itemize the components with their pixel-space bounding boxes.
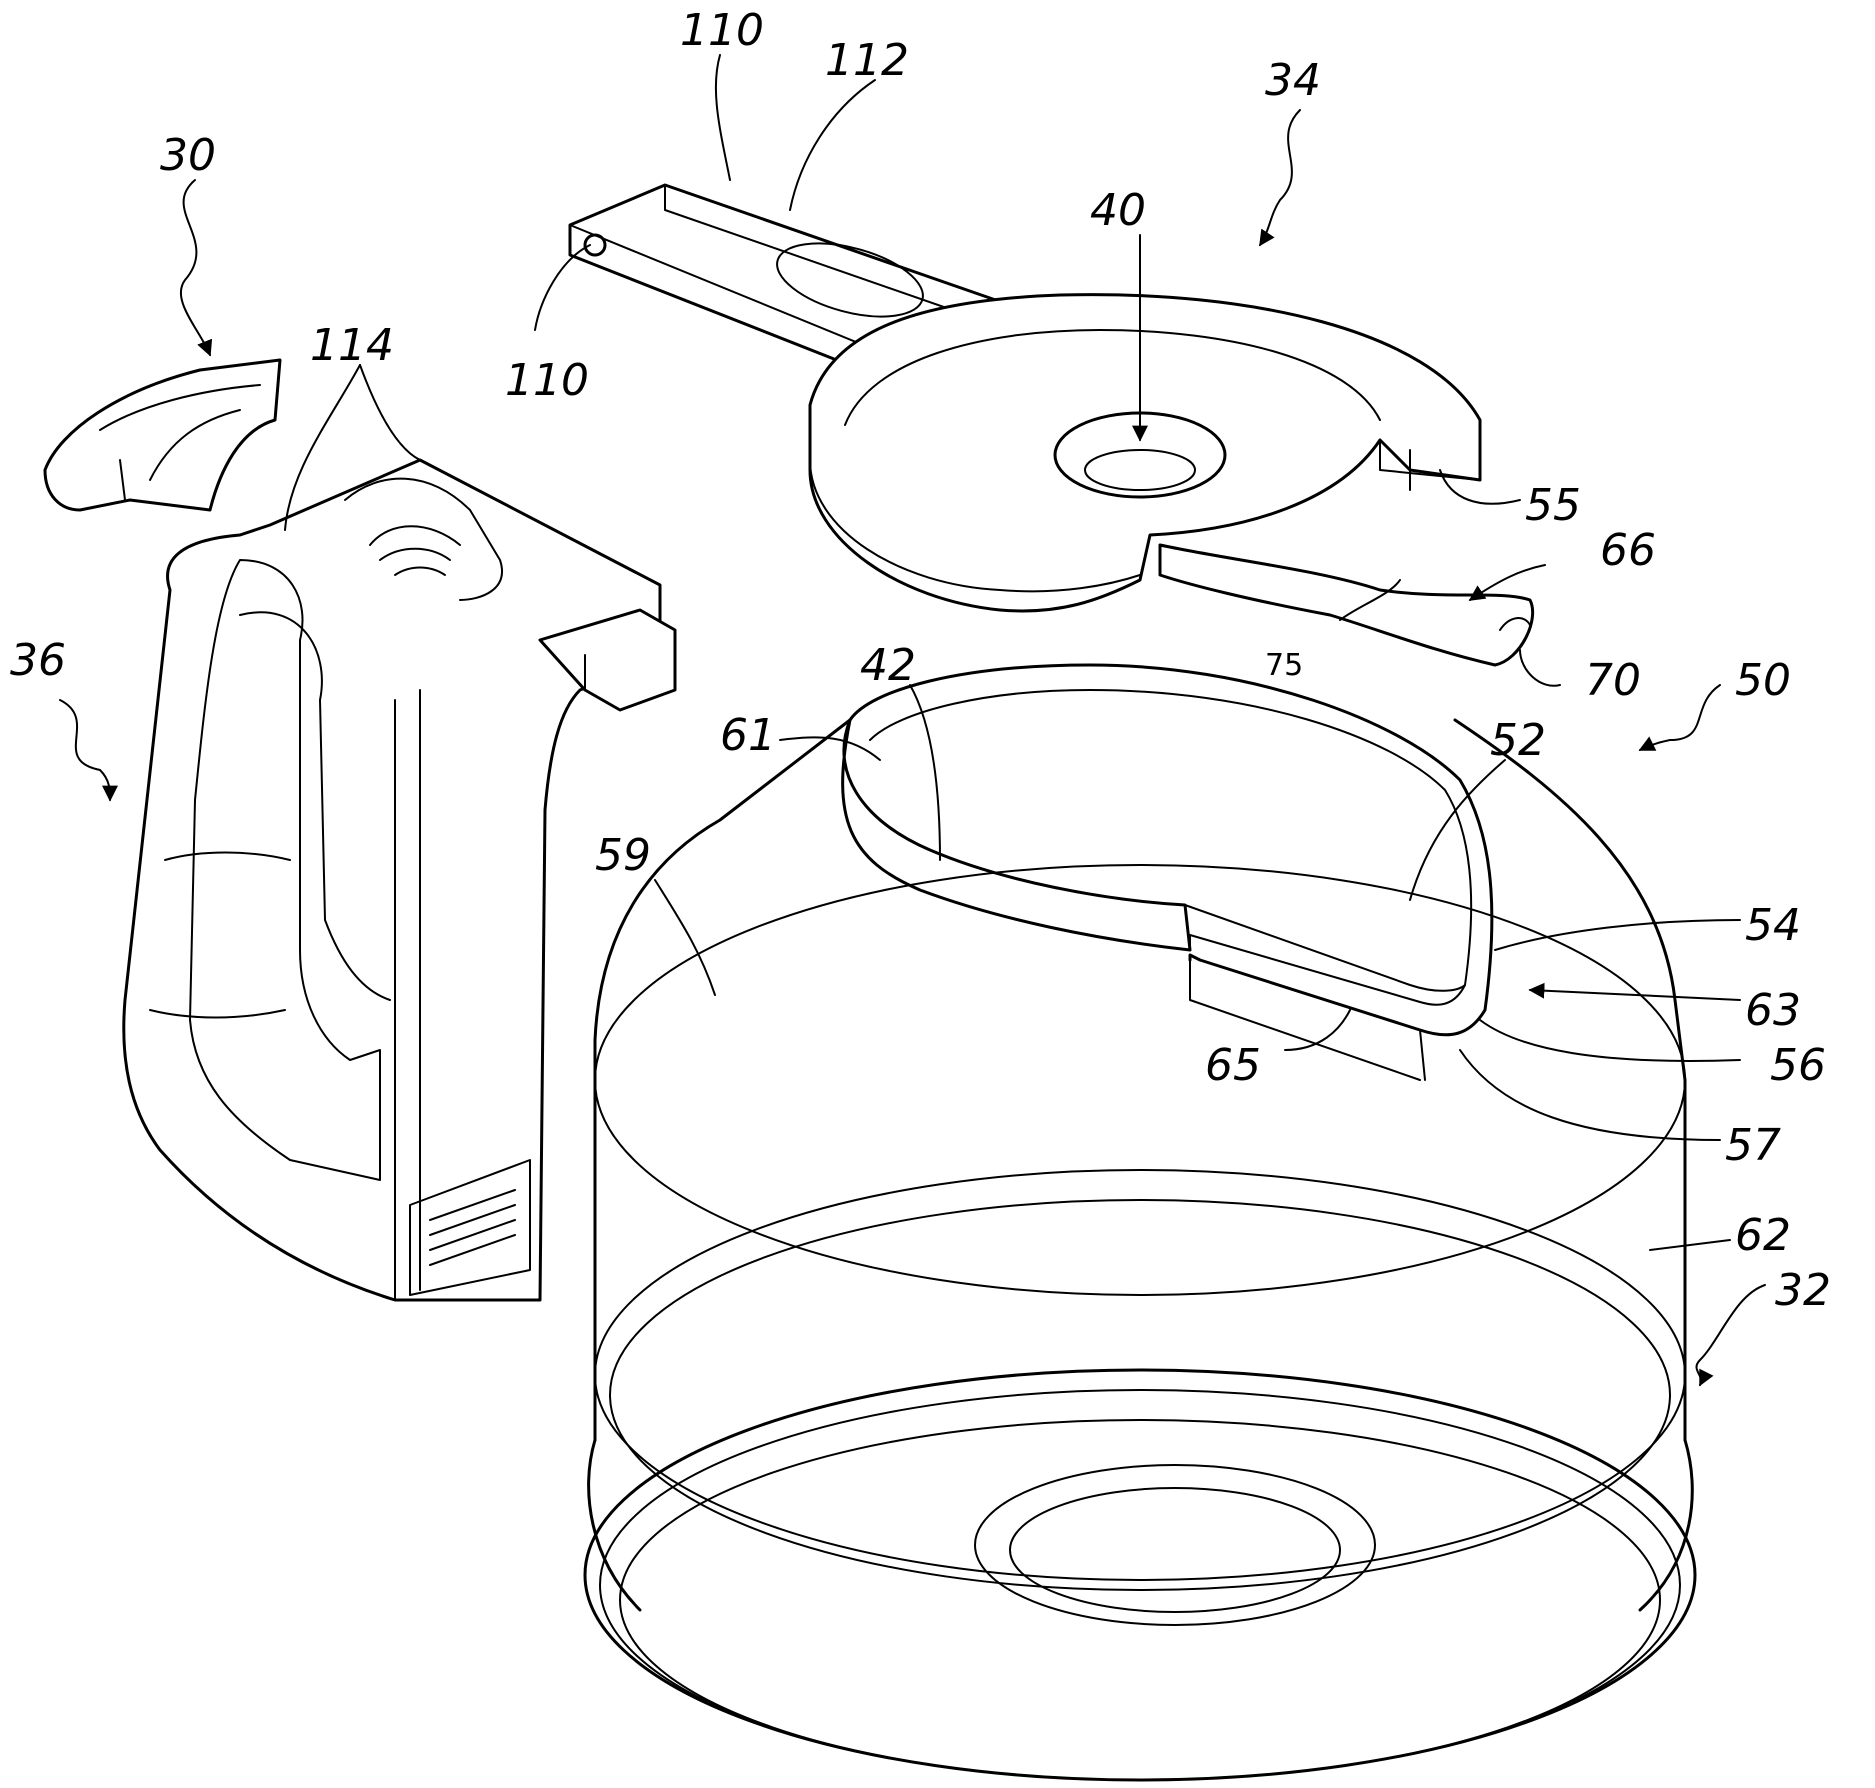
label-59: 59 [595,830,651,881]
label-34: 34 [1265,55,1321,106]
label-56: 56 [1770,1040,1826,1091]
label-55: 55 [1525,480,1581,531]
handle [124,460,675,1300]
label-32: 32 [1775,1265,1831,1316]
label-110-left: 110 [505,355,589,406]
label-66: 66 [1600,525,1656,576]
label-110-top: 110 [680,5,764,56]
label-65: 65 [1205,1040,1261,1091]
cap [45,360,280,510]
label-75: 75 [1265,648,1303,683]
label-62: 62 [1735,1210,1791,1261]
label-40: 40 [1090,185,1146,236]
label-61: 61 [720,710,776,761]
label-112: 112 [825,35,909,86]
label-57: 57 [1725,1120,1781,1171]
lid [570,185,1533,665]
label-114: 114 [310,320,394,371]
label-30: 30 [160,130,216,181]
label-50: 50 [1735,655,1791,706]
label-52: 52 [1490,715,1546,766]
carafe-opening [843,665,1492,1080]
carafe-body [585,720,1695,1780]
label-36: 36 [10,635,66,686]
label-42: 42 [860,640,916,691]
label-70: 70 [1585,655,1641,706]
label-63: 63 [1745,985,1801,1036]
label-54: 54 [1745,900,1801,951]
